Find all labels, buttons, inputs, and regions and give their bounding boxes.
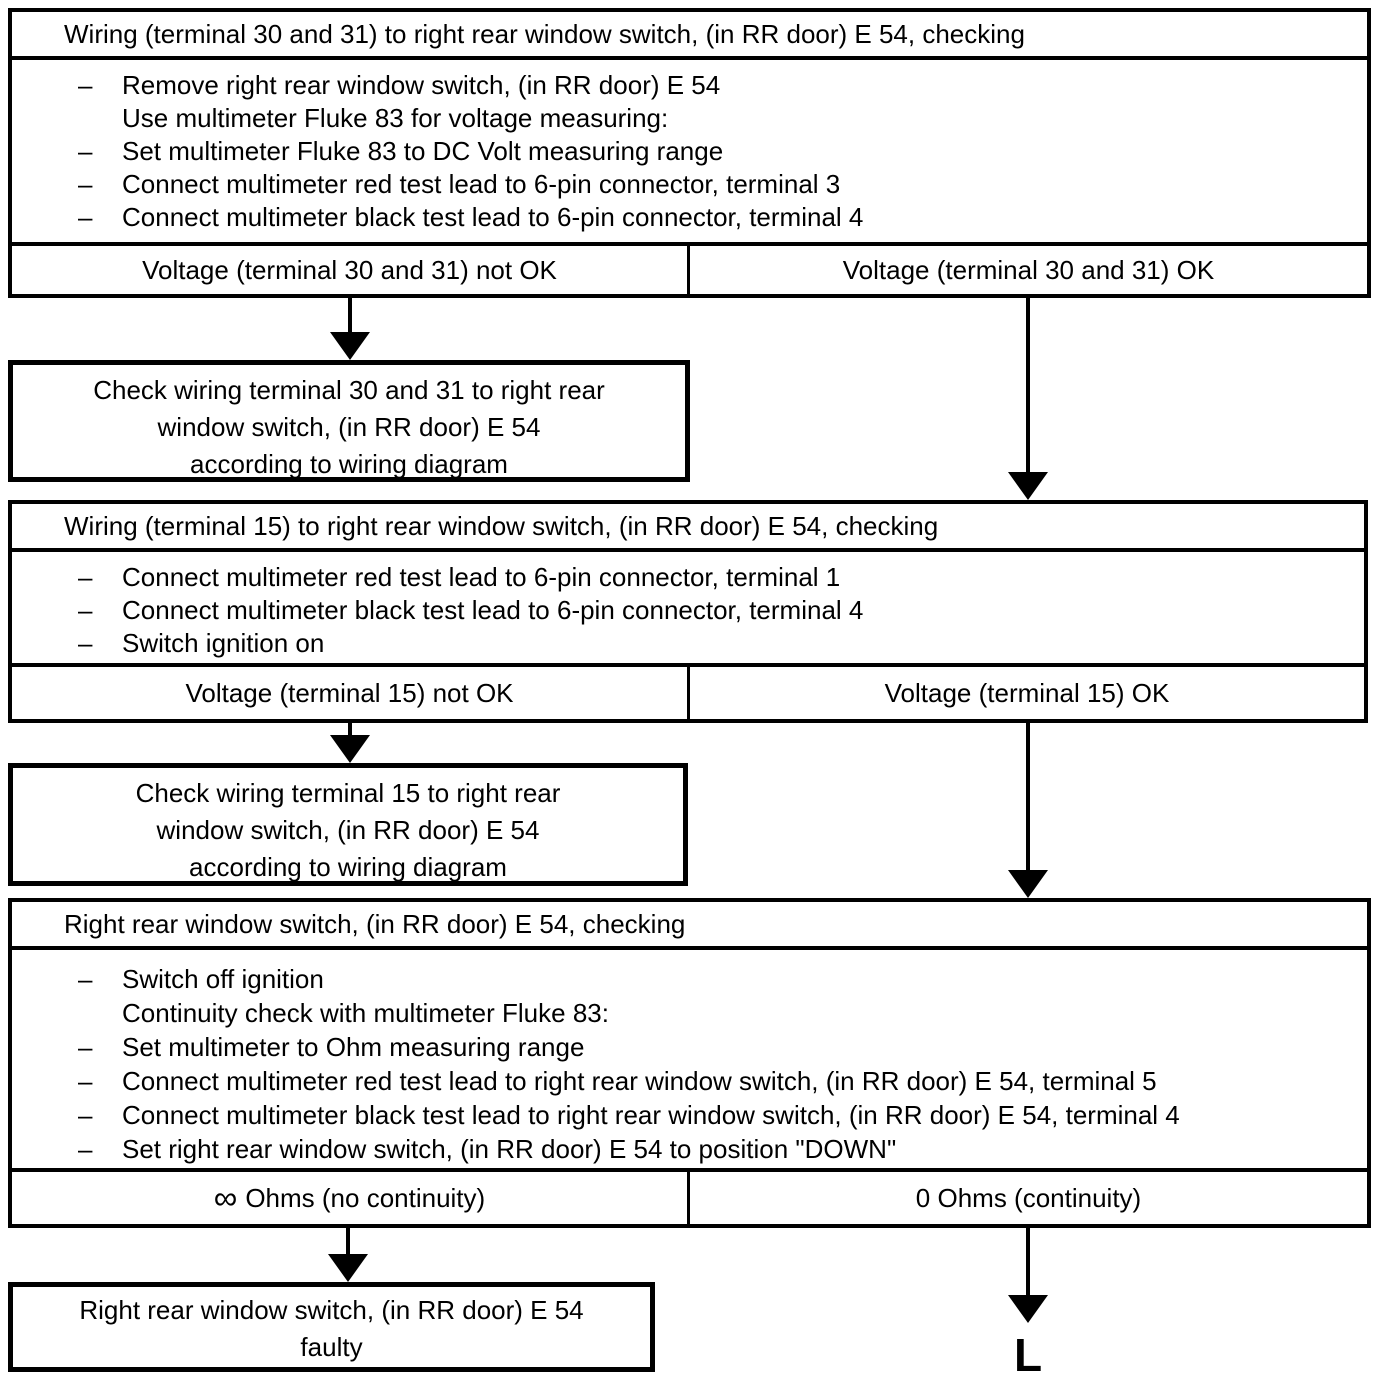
result-line: faulty — [300, 1332, 363, 1362]
arrow-stem — [348, 723, 352, 735]
procedure-step: Continuity check with multimeter Fluke 8… — [12, 996, 1367, 1030]
outcome-row: ∞ Ohms (no continuity) 0 Ohms (continuit… — [12, 1172, 1367, 1224]
result-switch-faulty: Right rear window switch, (in RR door) E… — [8, 1282, 655, 1372]
flow-node-wiring-15: Wiring (terminal 15) to right rear windo… — [8, 500, 1368, 723]
infinity-symbol: ∞ — [213, 1179, 238, 1216]
node-steps: –Switch off ignition Continuity check wi… — [12, 950, 1367, 1172]
arrow-head — [328, 1254, 368, 1282]
down-arrow-icon — [330, 723, 370, 763]
result-line: according to wiring diagram — [190, 449, 508, 479]
step-text: Continuity check with multimeter Fluke 8… — [122, 998, 609, 1028]
step-text: Connect multimeter black test lead to 6-… — [122, 202, 864, 232]
result-line: Check wiring terminal 30 and 31 to right… — [93, 375, 605, 405]
arrow-head — [1008, 870, 1048, 898]
result-line: Right rear window switch, (in RR door) E… — [79, 1295, 584, 1325]
outcome-no-continuity: ∞ Ohms (no continuity) — [12, 1172, 690, 1224]
step-text: Connect multimeter black test lead to 6-… — [122, 595, 864, 625]
procedure-step: Use multimeter Fluke 83 for voltage meas… — [12, 102, 1367, 135]
step-dash: – — [78, 595, 93, 625]
node-title: Wiring (terminal 15) to right rear windo… — [12, 504, 1364, 552]
outcome-ok: Voltage (terminal 15) OK — [884, 677, 1170, 708]
node-title: Right rear window switch, (in RR door) E… — [12, 902, 1367, 950]
step-dash: – — [78, 1100, 93, 1130]
procedure-step: –Connect multimeter red test lead to rig… — [12, 1064, 1367, 1098]
procedure-step: –Set multimeter Fluke 83 to DC Volt meas… — [12, 135, 1367, 168]
step-text: Set multimeter Fluke 83 to DC Volt measu… — [122, 136, 724, 166]
procedure-step: –Set right rear window switch, (in RR do… — [12, 1132, 1367, 1166]
result-line: window switch, (in RR door) E 54 — [157, 412, 541, 442]
procedure-step: –Connect multimeter black test lead to 6… — [12, 201, 1367, 234]
arrow-head — [1008, 472, 1048, 500]
outcome-continuity: 0 Ohms (continuity) — [915, 1182, 1142, 1213]
step-text: Connect multimeter red test lead to 6-pi… — [122, 562, 841, 592]
step-text: Connect multimeter red test lead to 6-pi… — [122, 169, 841, 199]
step-dash: – — [78, 169, 93, 199]
procedure-step: –Connect multimeter black test lead to r… — [12, 1098, 1367, 1132]
step-text: Use multimeter Fluke 83 for voltage meas… — [122, 103, 669, 133]
step-dash: – — [78, 1032, 93, 1062]
arrow-stem — [1026, 1228, 1030, 1295]
step-dash: – — [78, 964, 93, 994]
result-check-wiring-15: Check wiring terminal 15 to right rear w… — [8, 763, 688, 886]
arrow-head — [1008, 1295, 1048, 1323]
arrow-head — [330, 735, 370, 763]
step-text: Connect multimeter red test lead to righ… — [122, 1066, 1157, 1096]
down-arrow-icon — [328, 1228, 368, 1282]
step-dash: – — [78, 1134, 93, 1164]
arrow-stem — [346, 1228, 350, 1254]
step-dash — [78, 996, 122, 1030]
step-dash: – — [78, 562, 93, 592]
flow-node-switch-check: Right rear window switch, (in RR door) E… — [8, 898, 1371, 1228]
procedure-step: –Set multimeter to Ohm measuring range — [12, 1030, 1367, 1064]
procedure-step: –Connect multimeter black test lead to 6… — [12, 594, 1364, 627]
step-dash — [78, 102, 122, 135]
step-text: Connect multimeter black test lead to ri… — [122, 1100, 1180, 1130]
outcome-ok: Voltage (terminal 30 and 31) OK — [842, 254, 1215, 285]
result-check-wiring-30-31: Check wiring terminal 30 and 31 to right… — [8, 360, 690, 482]
outcome-not-ok: Voltage (terminal 15) not OK — [12, 667, 690, 719]
node-title: Wiring (terminal 30 and 31) to right rea… — [12, 12, 1367, 60]
down-arrow-icon — [330, 298, 370, 360]
down-arrow-icon — [1008, 723, 1048, 898]
step-dash: – — [78, 136, 93, 166]
down-arrow-icon — [1008, 298, 1048, 500]
procedure-step: –Connect multimeter red test lead to 6-p… — [12, 168, 1367, 201]
procedure-step: –Switch ignition on — [12, 627, 1364, 660]
outcome-row: Voltage (terminal 15) not OK Voltage (te… — [12, 667, 1364, 719]
step-dash: – — [78, 628, 93, 658]
step-text: Set multimeter to Ohm measuring range — [122, 1032, 585, 1062]
node-steps: –Connect multimeter red test lead to 6-p… — [12, 552, 1364, 667]
step-dash: – — [78, 202, 93, 232]
outcome-row: Voltage (terminal 30 and 31) not OK Volt… — [12, 246, 1367, 294]
connector-label-L: L — [1013, 1329, 1043, 1378]
step-dash: – — [78, 1066, 93, 1096]
flow-node-wiring-30-31: Wiring (terminal 30 and 31) to right rea… — [8, 8, 1371, 298]
arrow-stem — [1026, 298, 1030, 472]
arrow-stem — [1026, 723, 1030, 870]
result-line: according to wiring diagram — [189, 852, 507, 882]
step-dash: – — [78, 70, 93, 100]
arrow-stem — [348, 298, 352, 332]
result-line: Check wiring terminal 15 to right rear — [135, 778, 561, 808]
procedure-step: –Connect multimeter red test lead to 6-p… — [12, 561, 1364, 594]
procedure-step: –Switch off ignition — [12, 962, 1367, 996]
step-text: Switch off ignition — [122, 964, 324, 994]
result-line: window switch, (in RR door) E 54 — [156, 815, 540, 845]
arrow-head — [330, 332, 370, 360]
down-arrow-icon — [1008, 1228, 1048, 1323]
outcome-not-ok: Voltage (terminal 30 and 31) not OK — [12, 246, 690, 294]
step-text: Switch ignition on — [122, 628, 325, 658]
outcome-text: Ohms (no continuity) — [245, 1182, 486, 1213]
procedure-step: –Remove right rear window switch, (in RR… — [12, 69, 1367, 102]
step-text: Remove right rear window switch, (in RR … — [122, 70, 721, 100]
node-steps: –Remove right rear window switch, (in RR… — [12, 60, 1367, 246]
step-text: Set right rear window switch, (in RR doo… — [122, 1134, 897, 1164]
